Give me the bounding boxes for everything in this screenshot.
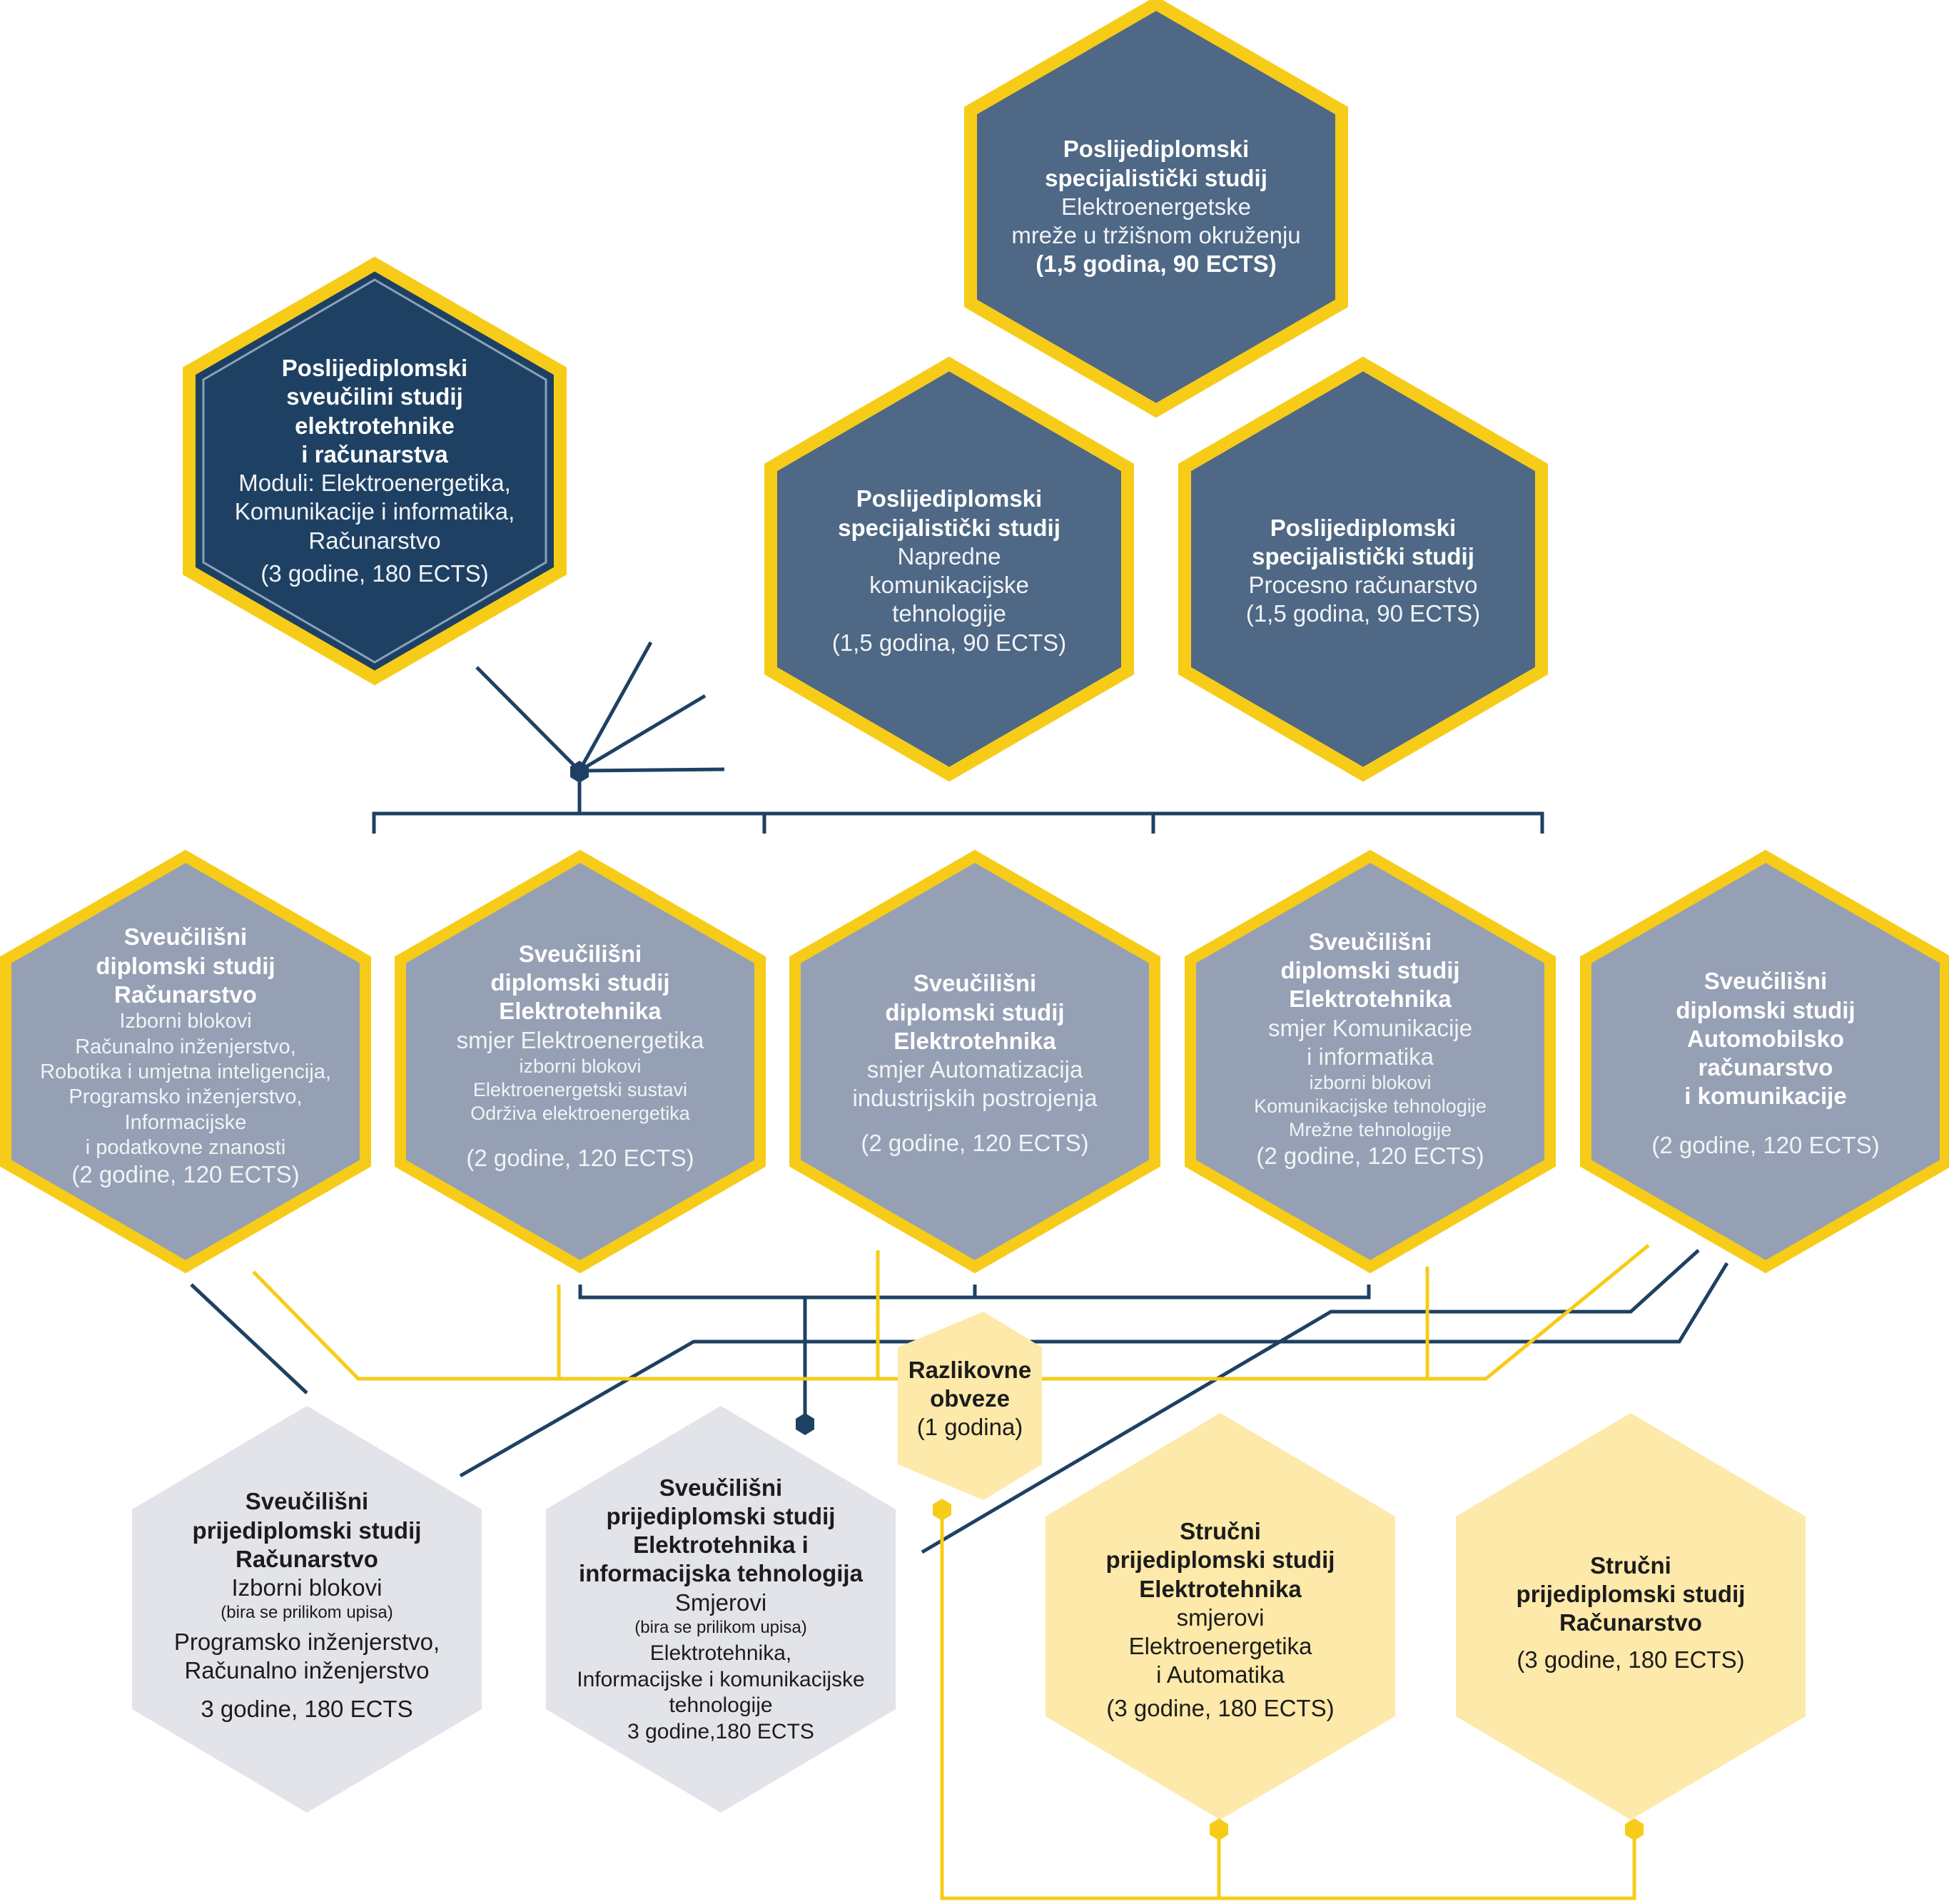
grad-racunarstvo-title: Sveučilišni diplomski studij Računarstvo [96,923,275,1008]
label-undergrad-eit: Sveučilišni prijediplomski studij Elektr… [542,1459,899,1759]
connector-automobilsko-to-undergrad [459,1262,1729,1478]
undergrad-eit-title: Sveučilišni prijediplomski studij Elektr… [579,1474,863,1587]
label-grad-automatizacija: Sveučilišni diplomski studij Elektrotehn… [805,949,1145,1178]
label-postgrad-komunikacijske: Poslijediplomski specijalistički studij … [789,471,1110,671]
grad-elektroenergetika-title: Sveučilišni diplomski studij Elektrotehn… [490,940,670,1025]
undergrad-racunarstvo-ects: 3 godine, 180 ECTS [201,1696,413,1723]
undergrad-racunarstvo-desc: Izborni blokovi [231,1574,383,1601]
grad-automobilsko-ects: (2 godine, 120 ECTS) [1651,1131,1880,1158]
postgrad-elektroenergetske-desc: Elektroenergetske mreže u tržišnom okruž… [1011,193,1301,249]
label-postgrad-doctoral: Poslijediplomski sveučilini studij elekt… [203,325,546,617]
connector-hub-to-doctoral [475,666,581,772]
grad-komunikacije-blocks: izborni blokovi Komunikacijske tehnologi… [1254,1072,1487,1140]
hex-undergrad-racunarstvo[interactable] [132,1406,482,1813]
undergrad-racunarstvo-desc2: Programsko inženjerstvo, Računalno inžen… [173,1628,440,1683]
junction-nodes [570,761,1644,1840]
hex-razlikovne[interactable] [898,1312,1042,1500]
label-razlikovne: Razlikovne obveze (1 godina) [901,1349,1039,1449]
label-grad-komunikacije: Sveučilišni diplomski studij Elektrotehn… [1200,906,1540,1192]
node-yellow-razlikovne [933,1499,951,1521]
razlikovne-title: Razlikovne obveze [908,1356,1032,1412]
prof-racunarstvo-title: Stručni prijediplomski studij Računarstv… [1516,1551,1746,1636]
yellow-bottom-bracket [940,1507,1636,1900]
hex-undergrad-eit[interactable] [546,1406,896,1813]
postgrad-komunikacijske-ects: (1,5 godina, 90 ECTS) [831,629,1067,656]
label-grad-racunarstvo: Sveučilišni diplomski studij Računarstvo… [14,906,357,1206]
prof-elektrotehnika-title: Stručni prijediplomski studij Elektroteh… [1105,1518,1335,1602]
connector-komunikacije-to-eit [921,1249,1700,1554]
undergrad-eit-ects: 3 godine,180 ECTS [627,1719,814,1743]
undergrad-racunarstvo-title: Sveučilišni prijediplomski studij Računa… [192,1488,422,1572]
postgrad-elektroenergetske-ects: (1,5 godina, 90 ECTS) [1036,250,1277,278]
hex-grad-automobilsko[interactable] [1580,849,1949,1274]
label-grad-elektroenergetika: Sveučilišni diplomski studij Elektrotehn… [410,921,750,1192]
grad-elektroenergetika-desc: smjer Elektroenergetika [456,1026,704,1053]
hex-prof-elektrotehnika[interactable] [1046,1413,1395,1820]
grad-automatizacija-title: Sveučilišni diplomski studij Elektrotehn… [885,970,1065,1054]
grad-racunarstvo-ects: (2 godine, 120 ECTS) [71,1161,300,1188]
hex-postgrad-komunikacijske[interactable] [764,356,1134,782]
grad-elektroenergetika-blocks: izborni blokovi Elektroenergetski sustav… [470,1055,690,1124]
hex-postgrad-doctoral-inner [202,278,547,664]
hexagon-shapes [0,0,1949,1820]
label-prof-racunarstvo: Stručni prijediplomski studij Računarstv… [1467,1520,1795,1706]
label-postgrad-elektroenergetske: Poslijediplomski specijalistički studij … [992,121,1320,293]
hex-postgrad-procesno[interactable] [1178,356,1548,782]
label-prof-elektrotehnika: Stručni prijediplomski studij Elektroteh… [1056,1499,1384,1741]
label-postgrad-procesno: Poslijediplomski specijalistički studij … [1203,485,1524,657]
grad-komunikacije-desc: smjer Komunikacije i informatika [1267,1014,1473,1070]
grad-automatizacija-desc: smjer Automatizacija industrijskih postr… [852,1056,1098,1112]
grad-racunarstvo-desc: Izborni blokovi Računalno inženjerstvo, … [40,1010,331,1159]
grad-komunikacije-title: Sveučilišni diplomski studij Elektrotehn… [1280,928,1460,1013]
postgrad-elektroenergetske-title: Poslijediplomski specijalistički studij [1045,136,1267,191]
connector-hub-ray-3 [579,767,725,773]
hex-grad-komunikacije[interactable] [1185,849,1556,1274]
postgrad-doctoral-ects: (3 godine, 180 ECTS) [260,559,489,587]
undergrad-eit-desc2: Elektrotehnika, Informacijske i komunika… [577,1641,865,1718]
label-grad-automobilsko: Sveučilišni diplomski studij Automobilsk… [1596,942,1935,1185]
postgrad-doctoral-title: Poslijediplomski sveučilini studij elekt… [281,355,468,467]
node-navy-eit [796,1413,814,1435]
postgrad-procesno-desc: Procesno računarstvo [1248,572,1478,598]
node-yellow-prof-racunarstvo [1625,1818,1644,1840]
postgrad-komunikacijske-desc: Napredne komunikacijske tehnologije [869,542,1029,627]
hex-postgrad-doctoral[interactable] [183,256,567,686]
grad-automobilsko-title: Sveučilišni diplomski studij Automobilsk… [1676,968,1856,1110]
hex-postgrad-elektroenergetske[interactable] [964,0,1348,418]
undergrad-racunarstvo-note: (bira se prilikom upisa) [221,1603,393,1623]
undergrad-eit-note: (bira se prilikom upisa) [634,1617,807,1637]
razlikovne-desc: (1 godina) [916,1414,1023,1441]
prof-elektrotehnika-desc: smjerovi Elektroenergetika i Automatika [1128,1604,1312,1688]
hex-grad-elektroenergetika[interactable] [395,849,766,1274]
prof-elektrotehnika-ects: (3 godine, 180 ECTS) [1106,1694,1335,1721]
node-navy-hub [570,761,589,783]
connector-hub-ray-1 [577,641,653,772]
connector-hub-ray-2 [578,694,707,773]
undergrad-eit-desc: Smjerovi [674,1589,767,1616]
prof-racunarstvo-ects: (3 godine, 180 ECTS) [1517,1646,1745,1673]
grad-elektroenergetika-ects: (2 godine, 120 ECTS) [466,1144,694,1171]
postgrad-doctoral-desc: Moduli: Elektroenergetika, Komunikacije … [234,470,515,554]
hex-grad-automatizacija[interactable] [789,849,1160,1274]
grad-komunikacije-ects: (2 godine, 120 ECTS) [1256,1142,1484,1169]
hex-prof-racunarstvo[interactable] [1456,1413,1806,1820]
postgrad-procesno-title: Poslijediplomski specijalistički studij [1252,514,1474,569]
node-yellow-prof-elektrotehnika [1210,1818,1228,1840]
connector-racunarstvo-navy [190,1283,308,1394]
label-undergrad-racunarstvo: Sveučilišni prijediplomski studij Računa… [143,1463,471,1748]
hex-grad-racunarstvo[interactable] [0,849,371,1274]
postgrad-komunikacijske-title: Poslijediplomski specijalistički studij [838,485,1060,541]
postgrad-procesno-ects: (1,5 godina, 90 ECTS) [1245,600,1481,627]
grad-automatizacija-ects: (2 godine, 120 ECTS) [861,1129,1089,1156]
